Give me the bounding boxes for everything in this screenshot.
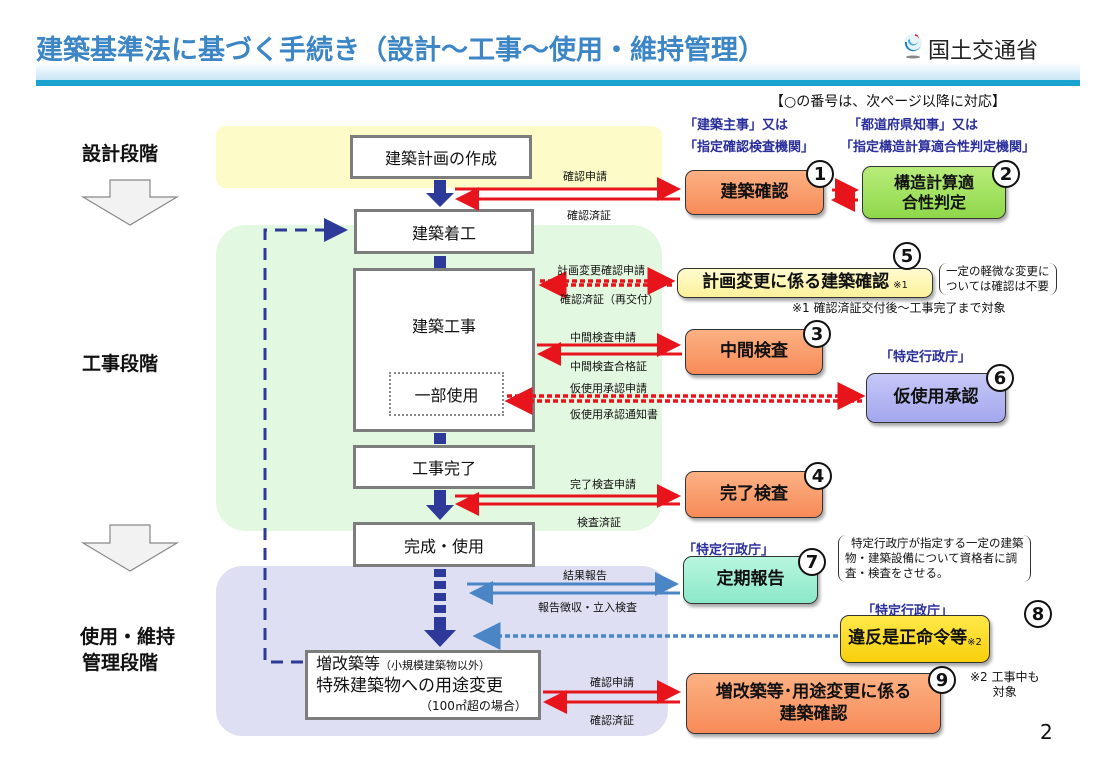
process-in-use: 完成・使用 bbox=[353, 522, 535, 567]
minor-change-line1: 一定の軽微な変更に bbox=[946, 264, 1050, 278]
label-ext-apply: 確認申請 bbox=[590, 676, 634, 689]
org-tokutei-7: 「特定行政庁」 bbox=[683, 543, 775, 558]
label-final-apply: 完了検査申請 bbox=[570, 478, 636, 491]
step-7-label: 定期報告 bbox=[716, 569, 785, 590]
org-tokutei-6: 「特定行政庁」 bbox=[880, 350, 972, 365]
extension-line2: 特殊建築物への用途変更 bbox=[316, 676, 503, 696]
step-4-number-badge: 4 bbox=[804, 462, 832, 490]
step-2-label-line2: 合性判定 bbox=[901, 192, 966, 212]
step-3-label: 中間検査 bbox=[720, 341, 788, 362]
page-title: 建築基準法に基づく手続き（設計～工事～使用・維持管理） bbox=[36, 35, 765, 66]
label-confirm-apply: 確認申請 bbox=[563, 170, 607, 183]
step-7-periodic-report[interactable]: 定期報告 bbox=[683, 556, 818, 604]
stage-use-line1: 使用・維持 bbox=[80, 626, 176, 648]
step-9-extension-use-change-confirmation[interactable]: 増改築等･用途変更に係る 建築確認 bbox=[686, 673, 941, 734]
stage-design: 設計段階 bbox=[82, 143, 159, 165]
step-2-structural-review[interactable]: 構造計算適 合性判定 bbox=[862, 166, 1006, 219]
label-change-cert: 確認済証（再交付） bbox=[560, 293, 659, 306]
label-mid-cert: 中間検査合格証 bbox=[570, 360, 647, 373]
footnote-1: ※1 確認済証交付後～工事完了まで対象 bbox=[792, 301, 1006, 315]
process-complete: 工事完了 bbox=[353, 445, 535, 489]
minor-change-line2: ついては確認は不要 bbox=[946, 279, 1049, 293]
label-mid-apply: 中間検査申請 bbox=[570, 331, 636, 344]
step-1-label: 建築確認 bbox=[720, 181, 789, 202]
mlit-logo-icon bbox=[902, 32, 924, 60]
footnote-2-line2: 対象 bbox=[992, 685, 1017, 699]
step-5-label: 計画変更に係る建築確認 bbox=[702, 272, 890, 293]
footnote-2: ※2 工事中も 対象 bbox=[970, 670, 1040, 700]
step-1-number-badge: 1 bbox=[806, 160, 834, 188]
step-8-footnote-mark: ※2 bbox=[967, 636, 982, 648]
footnote-2-line1: ※2 工事中も bbox=[970, 670, 1040, 684]
step-7-number-badge: 7 bbox=[798, 548, 826, 576]
step-5-number-badge: 5 bbox=[893, 242, 921, 270]
label-report-collect: 報告徴収・立入検査 bbox=[538, 601, 637, 614]
stage-arrow-down-icon bbox=[80, 179, 180, 226]
minor-change-note: 一定の軽微な変更に ついては確認は不要 bbox=[939, 263, 1057, 295]
periodic-note-line2: 物・建築設備について資格者に調 bbox=[845, 551, 1018, 565]
step-5-plan-change-confirmation[interactable]: 計画変更に係る建築確認 ※1 bbox=[677, 268, 933, 298]
org-1-line2: 「指定確認検査機関」 bbox=[684, 140, 815, 155]
header-rule bbox=[36, 80, 1080, 86]
label-ext-cert: 確認済証 bbox=[590, 714, 634, 727]
step-9-label-line1: 増改築等･用途変更に係る bbox=[715, 682, 912, 703]
step-8-number-badge: 8 bbox=[1024, 600, 1052, 628]
step-6-temporary-use-approval[interactable]: 仮使用承認 bbox=[866, 373, 1006, 423]
page-number: 2 bbox=[1040, 720, 1053, 744]
extension-line1: 増改築等 bbox=[316, 654, 381, 673]
step-5-footnote-mark: ※1 bbox=[893, 279, 908, 291]
numbering-note: 【○の番号は、次ページ以降に対応】 bbox=[770, 94, 1006, 110]
org-2-line2: 「指定構造計算適合性判定機関」 bbox=[840, 140, 1036, 155]
label-temp-notice: 仮使用承認通知書 bbox=[570, 408, 658, 421]
ministry-name: 国土交通省 bbox=[928, 39, 1039, 64]
org-1-line1: 「建築主事」又は bbox=[684, 118, 789, 133]
step-2-number-badge: 2 bbox=[992, 160, 1020, 188]
periodic-report-note: 特定行政庁が指定する一定の建築 物・建築設備について資格者に調 査・検査をさせる… bbox=[838, 535, 1031, 582]
step-9-label-line2: 建築確認 bbox=[779, 703, 848, 724]
step-4-label: 完了検査 bbox=[720, 483, 788, 504]
label-change-apply: 計画変更確認申請 bbox=[557, 264, 645, 277]
label-final-cert: 検査済証 bbox=[577, 516, 621, 529]
label-temp-apply: 仮使用承認申請 bbox=[570, 382, 647, 395]
stage-construction: 工事段階 bbox=[82, 353, 159, 375]
process-start: 建築着工 bbox=[354, 209, 534, 254]
step-1-building-confirmation[interactable]: 建築確認 bbox=[685, 170, 824, 215]
process-extension: 増改築等（小規模建築物以外） 特殊建築物への用途変更 （100㎡超の場合） bbox=[305, 650, 541, 720]
header-band bbox=[36, 62, 1080, 80]
stage-use-line2: 管理段階 bbox=[82, 652, 159, 674]
org-2-line1: 「都道府県知事」又は bbox=[848, 118, 979, 133]
step-3-number-badge: 3 bbox=[803, 320, 831, 348]
step-6-number-badge: 6 bbox=[986, 364, 1014, 392]
step-8-label: 違反是正命令等 bbox=[848, 628, 968, 649]
step-9-number-badge: 9 bbox=[928, 666, 956, 694]
label-report: 結果報告 bbox=[563, 569, 607, 582]
process-work-label: 建築工事 bbox=[411, 317, 476, 336]
step-2-label-line1: 構造計算適 bbox=[893, 172, 974, 192]
step-6-label: 仮使用承認 bbox=[893, 387, 979, 408]
label-confirm-cert: 確認済証 bbox=[567, 209, 611, 222]
periodic-note-line3: 査・検査をさせる。 bbox=[845, 566, 949, 580]
step-3-interim-inspection[interactable]: 中間検査 bbox=[685, 329, 823, 375]
step-8-violation-correction-order[interactable]: 違反是正命令等 ※2 bbox=[840, 615, 990, 663]
step-4-completion-inspection[interactable]: 完了検査 bbox=[685, 471, 823, 518]
periodic-note-line1: 特定行政庁が指定する一定の建築 bbox=[851, 536, 1024, 550]
process-plan: 建築計画の作成 bbox=[350, 135, 532, 179]
stage-arrow-down-icon bbox=[80, 524, 180, 572]
extension-line3: （100㎡超の場合） bbox=[420, 699, 527, 713]
process-partial-use: 一部使用 bbox=[389, 372, 504, 416]
extension-small: （小規模建築物以外） bbox=[380, 659, 491, 672]
